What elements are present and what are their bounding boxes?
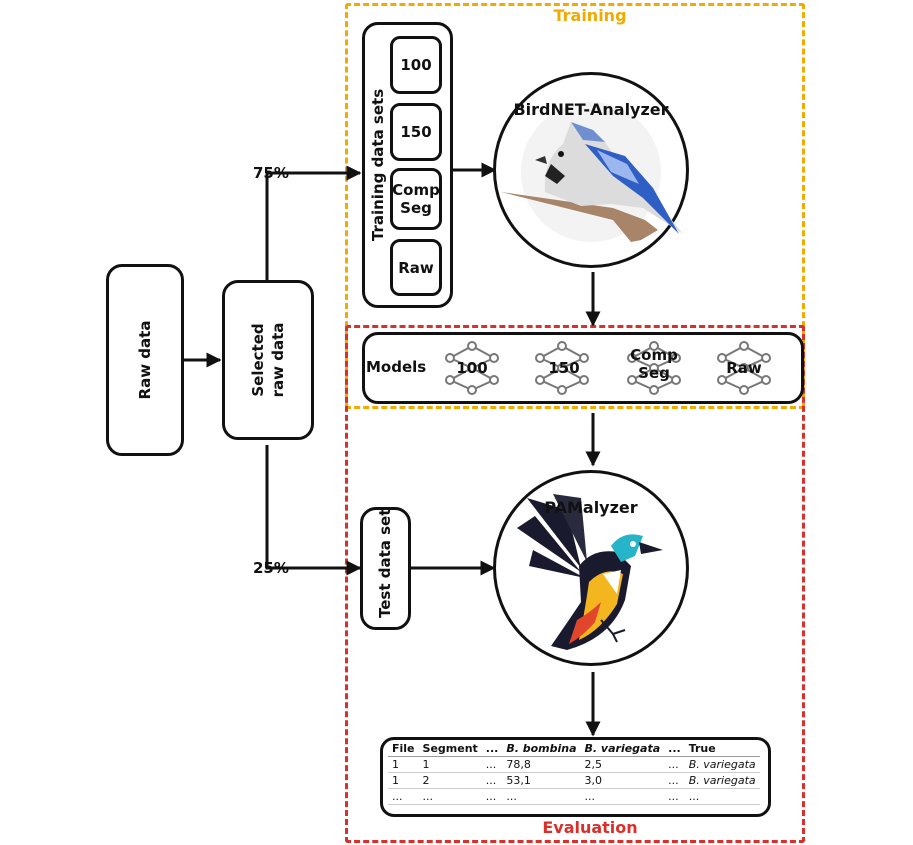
training-set-compseg: Comp Seg (390, 168, 442, 230)
evaluation-section-title: Evaluation (542, 818, 638, 837)
model-150-label: 150 (548, 359, 580, 377)
cell-true: B. variegata (684, 772, 760, 789)
raw-data-label: Raw data (136, 320, 154, 400)
models-box (362, 332, 804, 404)
training-set-raw: Raw (390, 239, 442, 296)
header-b-variegata: B. variegata (580, 742, 665, 757)
header-ellipsis-1: ... (481, 742, 503, 757)
cell-true: B. variegata (684, 756, 760, 773)
training-set-compseg-line-1: Comp (392, 181, 440, 199)
cell-b-variegata: 3,0 (580, 772, 665, 789)
cell-segment: ... (418, 788, 482, 805)
songbird-illustration (517, 494, 663, 650)
network-icon-raw (717, 341, 771, 395)
evaluation-section-frame (345, 325, 805, 843)
model-compseg-line-1: Comp (630, 346, 678, 364)
network-icon-compseg (627, 341, 681, 395)
training-set-150: 150 (390, 103, 442, 161)
cell-ellipsis: ... (664, 772, 685, 789)
header-file: File (388, 742, 419, 757)
cell-file: 1 (388, 756, 419, 773)
training-set-compseg-line-2: Seg (400, 199, 432, 217)
header-b-bombina: B. bombina (502, 742, 581, 757)
pamalyzer-title: PAMalyzer (544, 498, 638, 517)
cell-segment: 1 (418, 756, 482, 773)
table-row: 1 1 ... 78,8 2,5 ... B. variegata (388, 756, 760, 773)
cell-b-variegata: ... (580, 788, 665, 805)
training-set-100: 100 (390, 36, 442, 94)
network-icon-100 (445, 341, 499, 395)
header-true: True (684, 742, 760, 757)
test-data-set-box (360, 507, 411, 630)
raw-data-box (106, 264, 184, 456)
results-table: File Segment ... B. bombina B. variegata… (388, 742, 760, 805)
header-segment: Segment (418, 742, 482, 757)
model-compseg-label: Comp Seg (628, 346, 680, 382)
cell-b-bombina: ... (502, 788, 581, 805)
cell-ellipsis: ... (481, 756, 503, 773)
training-section-title: Training (553, 6, 627, 25)
selected-raw-data-box (222, 280, 314, 440)
cell-ellipsis: ... (481, 772, 503, 789)
test-split-label: 25% (253, 559, 289, 577)
selected-raw-data-line-2: raw data (269, 322, 287, 398)
header-ellipsis-2: ... (664, 742, 685, 757)
results-header-row: File Segment ... B. bombina B. variegata… (388, 742, 760, 757)
birdnet-analyzer-title: BirdNET-Analyzer (513, 100, 669, 119)
cell-file: 1 (388, 772, 419, 789)
selected-raw-data-label: Selected raw data (248, 310, 288, 410)
training-set-raw-label: Raw (398, 258, 434, 277)
cell-ellipsis: ... (664, 788, 685, 805)
blue-jay-illustration (501, 102, 683, 242)
cell-segment: 2 (418, 772, 482, 789)
cell-ellipsis: ... (481, 788, 503, 805)
table-row: ... ... ... ... ... ... ... (388, 788, 760, 805)
training-set-100-label: 100 (400, 56, 432, 74)
training-data-sets-title: Training data sets (369, 88, 387, 242)
cell-b-variegata: 2,5 (580, 756, 665, 773)
model-compseg-line-2: Seg (638, 364, 670, 382)
cell-file: ... (388, 788, 419, 805)
cell-b-bombina: 78,8 (502, 756, 581, 773)
cell-true: ... (684, 788, 760, 805)
cell-b-bombina: 53,1 (502, 772, 581, 789)
models-title: Models (366, 358, 427, 376)
network-icon-150 (535, 341, 589, 395)
selected-raw-data-line-1: Selected (249, 323, 267, 397)
training-set-150-label: 150 (400, 123, 432, 141)
test-data-set-label: Test data set (376, 508, 394, 618)
train-split-label: 75% (253, 164, 289, 182)
table-row: 1 2 ... 53,1 3,0 ... B. variegata (388, 772, 760, 789)
model-100-label: 100 (456, 359, 488, 377)
model-raw-label: Raw (726, 359, 762, 377)
cell-ellipsis: ... (664, 756, 685, 773)
